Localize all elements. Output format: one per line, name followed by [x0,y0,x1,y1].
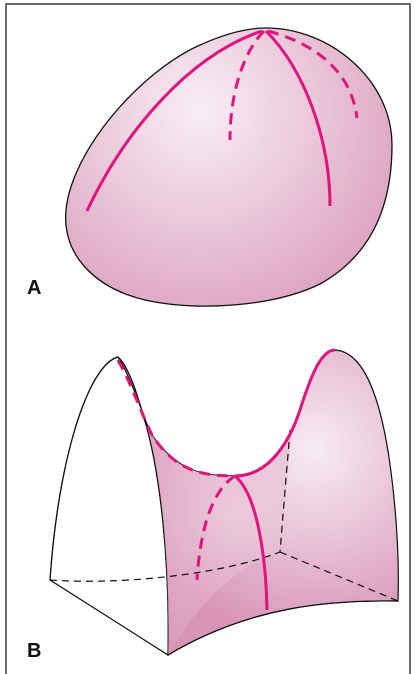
panel-a: A [27,28,392,306]
convex-surface [66,28,392,306]
panel-b: B [27,350,398,662]
saddle-left-face [50,357,168,655]
panel-label-b: B [27,640,41,662]
panel-label-a: A [27,277,41,299]
